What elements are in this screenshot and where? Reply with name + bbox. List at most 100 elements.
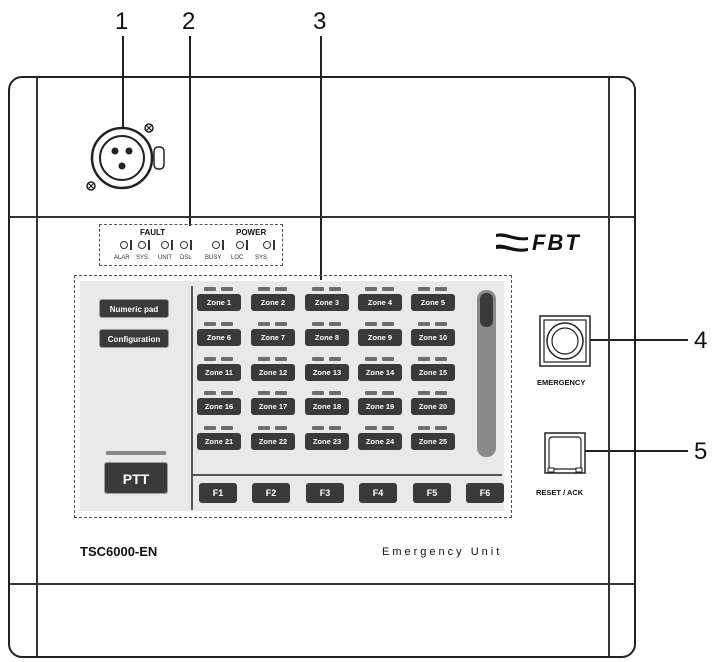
zone-button[interactable]: Zone 17: [251, 398, 295, 415]
zone-scrollbar-track[interactable]: [477, 290, 496, 457]
zone-button[interactable]: Zone 25: [411, 433, 455, 450]
zone-button[interactable]: Zone 20: [411, 398, 455, 415]
function-key[interactable]: F5: [413, 483, 451, 503]
zone-indicator: [312, 287, 324, 291]
zone-indicator: [435, 426, 447, 430]
emergency-button[interactable]: [539, 315, 591, 367]
led-separator: [171, 240, 173, 250]
led-caption: SYS: [136, 255, 149, 261]
status-led: [263, 241, 271, 249]
callout-3: 3: [313, 8, 327, 35]
zone-indicator: [221, 391, 233, 395]
device-housing: [8, 76, 636, 658]
zone-button[interactable]: Zone 7: [251, 329, 295, 346]
zone-indicator: [365, 426, 377, 430]
led-caption: LOC: [231, 255, 244, 261]
zone-button[interactable]: Zone 1: [197, 294, 241, 311]
reset-ack-label: RESET / ACK: [536, 488, 584, 497]
zone-button[interactable]: Zone 4: [358, 294, 402, 311]
zone-button[interactable]: Zone 11: [197, 364, 241, 381]
zone-indicator: [365, 322, 377, 326]
function-key[interactable]: F1: [199, 483, 237, 503]
zone-indicator: [418, 322, 430, 326]
zone-button[interactable]: Zone 23: [305, 433, 349, 450]
power-label: POWER: [236, 228, 267, 237]
unit-type: Emergency Unit: [382, 546, 503, 558]
zone-button[interactable]: Zone 19: [358, 398, 402, 415]
ptt-indicator: [106, 451, 166, 455]
led-separator: [246, 240, 248, 250]
zone-button[interactable]: Zone 16: [197, 398, 241, 415]
leader-line-1: [122, 36, 124, 131]
status-led-panel: [99, 224, 283, 266]
zone-indicator: [418, 426, 430, 430]
callout-1: 1: [115, 8, 129, 35]
zone-indicator: [382, 426, 394, 430]
fbt-logo-icon: [496, 233, 528, 252]
zone-button[interactable]: Zone 13: [305, 364, 349, 381]
function-key[interactable]: F3: [306, 483, 344, 503]
led-separator: [222, 240, 224, 250]
zone-indicator: [365, 357, 377, 361]
numeric-pad-button[interactable]: Numeric pad: [99, 299, 169, 318]
zone-indicator: [275, 426, 287, 430]
function-key[interactable]: F6: [466, 483, 504, 503]
zone-indicator: [204, 426, 216, 430]
leader-line-3: [320, 36, 322, 280]
led-caption: UNIT: [158, 255, 172, 261]
led-separator: [148, 240, 150, 250]
zone-indicator: [382, 287, 394, 291]
zone-button[interactable]: Zone 8: [305, 329, 349, 346]
screen-bezel: [74, 275, 512, 518]
led-caption: SYS: [255, 255, 268, 261]
zone-button[interactable]: Zone 5: [411, 294, 455, 311]
zone-indicator: [204, 322, 216, 326]
zone-indicator: [365, 391, 377, 395]
zone-indicator: [312, 322, 324, 326]
led-separator: [190, 240, 192, 250]
status-led: [120, 241, 128, 249]
zone-button[interactable]: Zone 10: [411, 329, 455, 346]
zone-indicator: [329, 357, 341, 361]
zone-indicator: [329, 426, 341, 430]
leader-line-5: [584, 450, 688, 452]
zone-button[interactable]: Zone 14: [358, 364, 402, 381]
function-key[interactable]: F4: [359, 483, 397, 503]
zone-indicator: [329, 322, 341, 326]
zone-indicator: [258, 391, 270, 395]
zone-indicator: [329, 391, 341, 395]
ptt-button[interactable]: PTT: [104, 462, 168, 494]
top-panel-divider: [10, 216, 634, 218]
status-led: [161, 241, 169, 249]
zone-indicator: [221, 426, 233, 430]
status-led: [212, 241, 220, 249]
zone-button[interactable]: Zone 3: [305, 294, 349, 311]
callout-4: 4: [694, 327, 708, 354]
zone-indicator: [312, 357, 324, 361]
zone-indicator: [258, 357, 270, 361]
emergency-label: EMERGENCY: [537, 378, 586, 387]
led-separator: [130, 240, 132, 250]
zone-button[interactable]: Zone 22: [251, 433, 295, 450]
function-key[interactable]: F2: [252, 483, 290, 503]
zone-indicator: [418, 357, 430, 361]
zone-indicator: [275, 322, 287, 326]
zone-indicator: [258, 322, 270, 326]
zone-button[interactable]: Zone 15: [411, 364, 455, 381]
zone-button[interactable]: Zone 21: [197, 433, 241, 450]
configuration-button[interactable]: Configuration: [99, 329, 169, 348]
zone-indicator: [435, 287, 447, 291]
reset-ack-button[interactable]: [544, 432, 586, 474]
zone-button[interactable]: Zone 9: [358, 329, 402, 346]
zone-indicator: [312, 391, 324, 395]
right-inner-edge: [608, 78, 610, 656]
zone-indicator: [204, 357, 216, 361]
zone-scrollbar-thumb[interactable]: [480, 293, 493, 327]
zone-button[interactable]: Zone 18: [305, 398, 349, 415]
zone-indicator: [204, 391, 216, 395]
zone-button[interactable]: Zone 6: [197, 329, 241, 346]
zone-indicator: [221, 287, 233, 291]
zone-button[interactable]: Zone 24: [358, 433, 402, 450]
zone-button[interactable]: Zone 12: [251, 364, 295, 381]
zone-button[interactable]: Zone 2: [251, 294, 295, 311]
